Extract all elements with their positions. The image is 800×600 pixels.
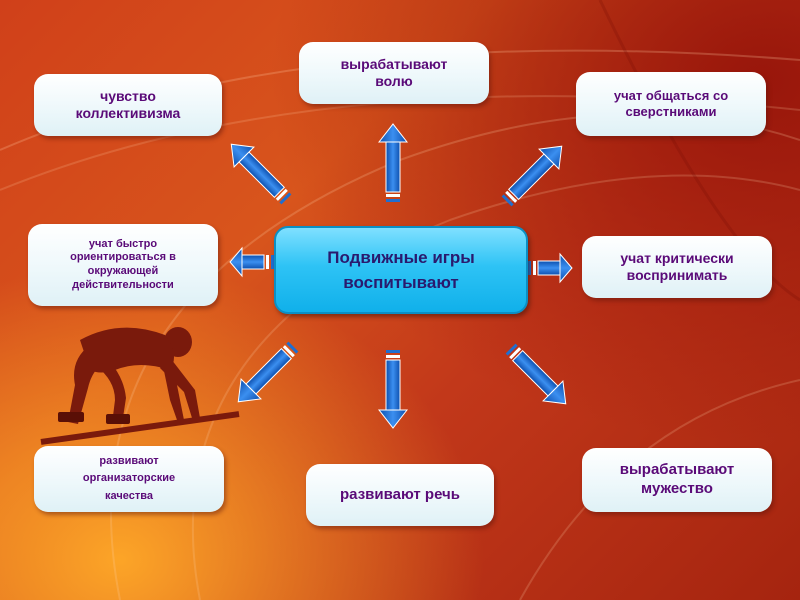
arrow-up <box>377 123 409 202</box>
node-bottom-center: развивают речь <box>306 464 494 526</box>
node-top-center: вырабатывают волю <box>299 42 489 104</box>
node-text: качества <box>105 489 153 502</box>
node-text: мужество <box>641 480 713 497</box>
node-text: учат общаться со <box>613 87 729 103</box>
node-text: действительности <box>72 278 174 291</box>
arrow-right <box>528 252 573 284</box>
node-bottom-left: развивают организаторские качества <box>34 446 224 512</box>
node-text: развивают <box>99 454 159 467</box>
center-node: Подвижные игры воспитывают <box>274 226 528 314</box>
node-text: ориентироваться в <box>70 251 176 264</box>
node-text: организаторские <box>82 472 176 485</box>
arrow-up-right <box>501 145 563 207</box>
arrow-up-left <box>230 143 292 205</box>
node-top-right: учат общаться со сверстниками <box>576 72 766 136</box>
arrow-down-right <box>505 343 567 405</box>
center-node-line2: воспитывают <box>343 273 459 292</box>
node-bottom-right: вырабатывают мужество <box>582 448 772 512</box>
arrow-down <box>377 350 409 429</box>
node-text: воспринимать <box>626 267 728 283</box>
node-mid-right: учат критически воспринимать <box>582 236 772 298</box>
node-mid-left: учат быстро ориентироваться в окружающей… <box>28 224 218 306</box>
center-node-line1: Подвижные игры <box>327 247 475 267</box>
node-text: коллективизма <box>75 105 181 121</box>
node-text: развивают речь <box>340 485 460 503</box>
node-text: вырабатывают <box>619 461 735 479</box>
arrow-left <box>229 246 274 278</box>
node-top-left: чувство коллективизма <box>34 74 222 136</box>
node-text: окружающей <box>87 265 159 277</box>
node-text: учат критически <box>620 249 734 266</box>
sprinter-start-figure <box>40 327 240 445</box>
node-text: волю <box>375 73 413 89</box>
node-text: вырабатывают <box>340 55 448 72</box>
node-text: учат быстро <box>88 237 158 250</box>
node-text: сверстниками <box>625 104 717 119</box>
node-text: чувство <box>100 87 156 104</box>
